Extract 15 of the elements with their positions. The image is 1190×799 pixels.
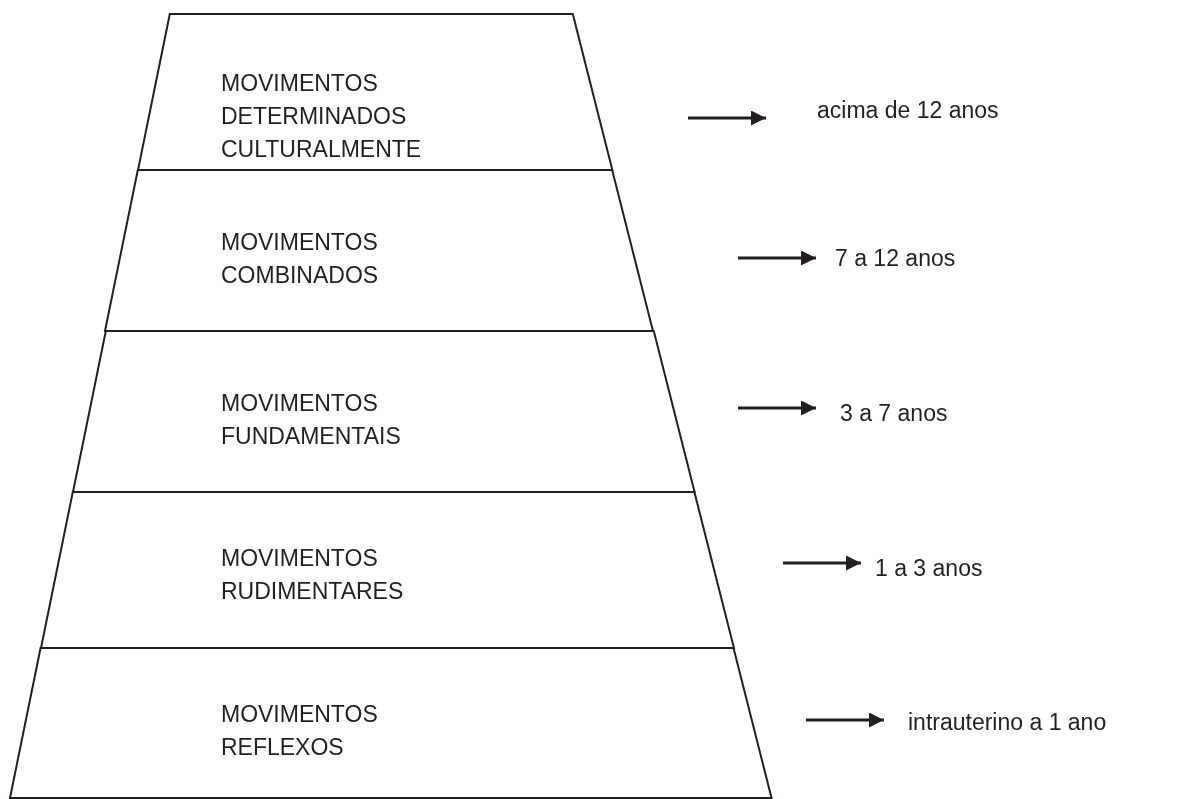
level-label: MOVIMENTOS FUNDAMENTAIS xyxy=(221,389,402,451)
age-label: 1 a 3 anos xyxy=(875,554,983,582)
level-label: MOVIMENTOS DETERMINADOS CULTURALMENTE xyxy=(221,69,423,164)
arrow xyxy=(806,712,884,728)
age-label: 3 a 7 anos xyxy=(840,399,948,427)
age-label: intrauterino a 1 ano xyxy=(908,708,1107,736)
age-label: 7 a 12 anos xyxy=(835,244,956,272)
arrow xyxy=(783,555,861,571)
arrow xyxy=(688,110,766,126)
level-label: MOVIMENTOS RUDIMENTARES xyxy=(221,544,405,606)
level-label: MOVIMENTOS REFLEXOS xyxy=(221,700,379,762)
level-label: MOVIMENTOS COMBINADOS xyxy=(221,228,380,290)
arrow xyxy=(738,400,816,416)
arrow xyxy=(738,250,816,266)
age-label: acima de 12 anos xyxy=(817,96,999,124)
